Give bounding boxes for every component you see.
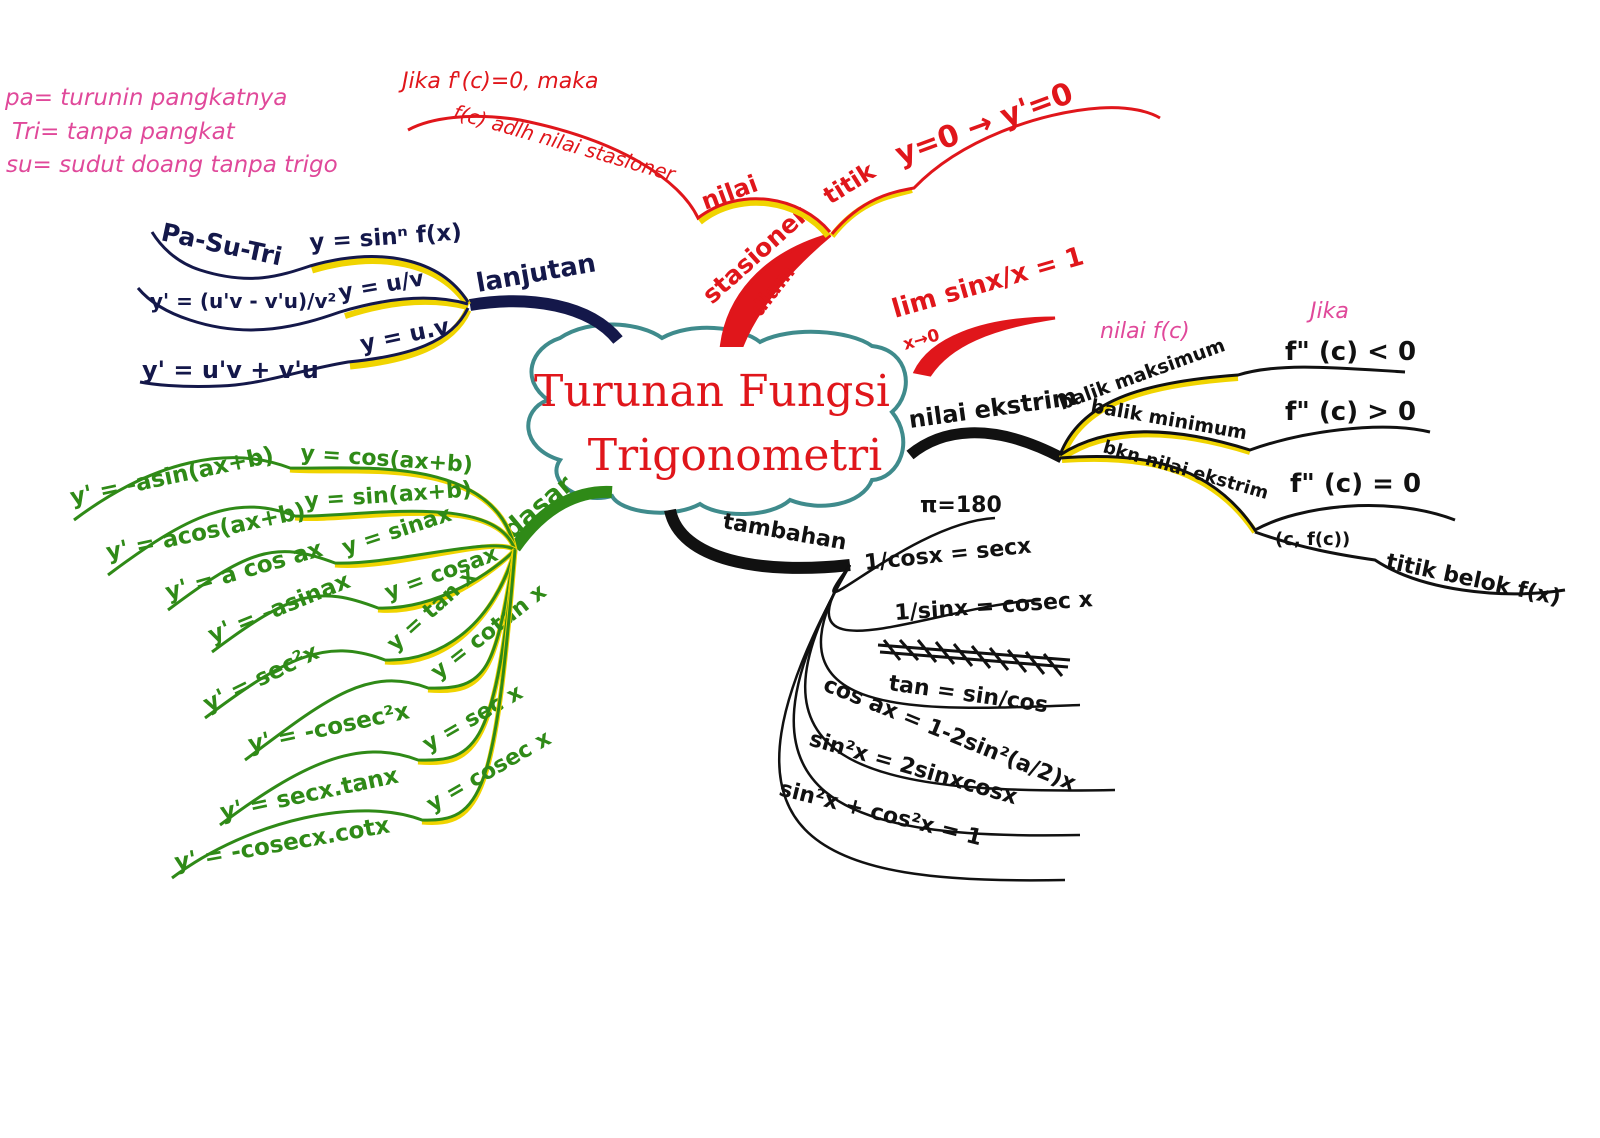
stasioner-sub-nilai — [407, 114, 832, 233]
dasar-sub-branch — [219, 549, 517, 827]
nilai-fc-label: nilai f(c) — [1100, 319, 1190, 344]
ekstrim-label: nilai ekstrim — [907, 383, 1079, 434]
balik-maksimum: balik maksimum — [1056, 334, 1228, 414]
titik-formula: y=0 → y'=0 — [891, 76, 1078, 173]
tambahan-trunk — [664, 508, 851, 574]
dasar-derivative: y' = -asin(ax+b) — [68, 442, 276, 511]
dasar-derivative: y' = -cosec²x — [246, 698, 412, 758]
branch-lanjutan: lanjutan Pa-Su-Tri y = sinⁿ f(x) y = u/v… — [136, 218, 623, 389]
central-title-line1: Turunan Fungsi — [534, 366, 890, 417]
central-title-line2: Trigonometri — [588, 430, 883, 481]
product-derivative: y' = u'v + v'u — [142, 356, 319, 384]
legend-notes: pa= turunin pangkatnya Tri= tanpa pangka… — [4, 85, 338, 178]
stasioner-trunk — [719, 233, 832, 347]
limit-formula: lim sinx/x = 1 — [889, 241, 1087, 324]
dasar-sub-branch — [107, 505, 517, 577]
lanjutan-sub-quotient — [136, 287, 469, 332]
cond-min: f" (c) > 0 — [1285, 397, 1416, 427]
lanjutan-label: lanjutan — [474, 248, 598, 299]
tambahan-sub-branch — [832, 516, 996, 594]
jika-label: Jika — [1306, 299, 1349, 324]
lanjutan-sub-pasutri — [150, 231, 470, 303]
branch-dasar: dasar y = cos(ax+b)y' = -asin(ax+b)y = s… — [68, 441, 613, 880]
nilai-note-2: f(c) adlh nilai stasioner — [451, 100, 680, 187]
stasioner-sub-titik — [830, 106, 1161, 235]
tambahan-sub-branch — [777, 564, 1066, 882]
pasutri-rule: Pa-Su-Tri — [159, 218, 285, 272]
dasar-sub-branch — [204, 549, 517, 720]
central-topic: Turunan Fungsi Trigonometri — [526, 322, 908, 517]
branch-tambahan: tambahan π=180 1/cosx = secx 1/sinx = cos… — [664, 493, 1116, 882]
dasar-sub-branch — [73, 456, 517, 551]
ekstrim-trunk — [906, 427, 1065, 463]
quotient-derivative: y' = (u'v - v'u)/v² — [150, 289, 336, 313]
scribble-mark — [877, 638, 1071, 677]
note-pa: pa= turunin pangkatnya — [4, 85, 287, 111]
tambahan-label: tambahan — [721, 509, 849, 555]
tambahan-formula: 1/cosx = secx — [863, 534, 1032, 576]
point-cfc: (c, f(c)) — [1275, 529, 1350, 550]
pasutri-formula: y = sinⁿ f(x) — [309, 219, 463, 256]
limit-trunk — [912, 316, 1056, 377]
ekstrim-sub-min — [1059, 425, 1431, 457]
titik-belok-label: titik belok f(x) — [1384, 549, 1563, 610]
lanjutan-trunk — [469, 295, 623, 344]
dasar-sub-branch — [244, 549, 517, 762]
ekstrim-sub-belok — [1254, 530, 1566, 596]
note-tri: Tri= tanpa pangkat — [12, 119, 236, 145]
cond-bukan: f" (c) = 0 — [1290, 469, 1421, 499]
dasar-sub-branch — [167, 544, 516, 612]
tambahan-formula: 1/sinx = cosec x — [894, 587, 1094, 626]
bukan-nilai-ekstrim: bkn nilai ekstrim — [1101, 437, 1271, 504]
tambahan-sub-branch — [792, 564, 1081, 837]
branch-nilai-ekstrim: nilai ekstrim nilai f(c) Jika balik maks… — [906, 299, 1566, 611]
dasar-derivative: y' = sec²x — [199, 639, 323, 717]
tambahan-sub-branch — [804, 564, 1116, 792]
cond-maks: f" (c) < 0 — [1285, 337, 1416, 367]
dasar-trunk — [510, 485, 613, 552]
ekstrim-sub-maks — [1058, 365, 1406, 456]
central-cloud-outline — [526, 322, 908, 517]
nilai-note-1: Jika f'(c)=0, maka — [398, 69, 598, 94]
ekstrim-sub-bukan — [1059, 455, 1456, 532]
dasar-sub-branch — [171, 549, 517, 880]
dasar-sub-branch — [211, 548, 517, 654]
note-su: su= sudut doang tanpa trigo — [6, 152, 338, 178]
branch-limit: lim sinx/x = 1 x→0 — [889, 241, 1087, 377]
lanjutan-sub-product — [139, 307, 470, 389]
tambahan-sub-branch — [819, 564, 1081, 710]
pi-value: π=180 — [920, 493, 1002, 518]
